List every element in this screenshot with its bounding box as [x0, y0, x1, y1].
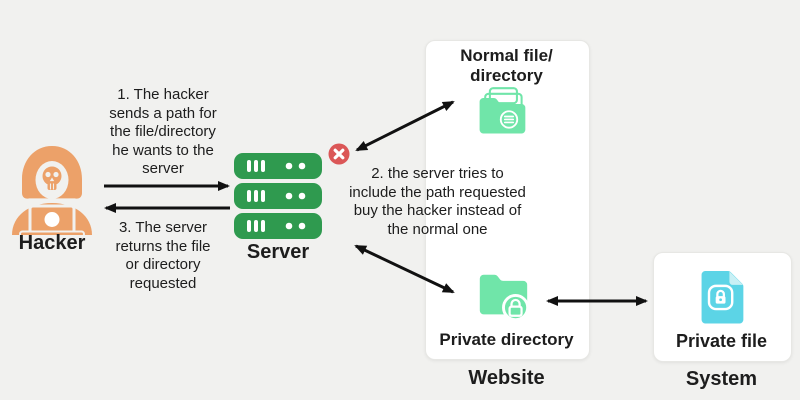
hacker-label: Hacker: [18, 232, 86, 254]
hacker-icon: [12, 146, 92, 235]
private-folder-icon: [479, 274, 530, 322]
private-directory-label: Private directory: [439, 330, 574, 349]
server-icon: [234, 153, 322, 239]
server-label: Server: [246, 241, 310, 263]
normal-folder-icon: [479, 87, 526, 134]
normal-file-label: Normal file/directory: [460, 46, 553, 85]
private-file-icon: [701, 271, 744, 324]
error-x-icon: [328, 143, 350, 165]
website-label: Website: [468, 367, 545, 389]
private-file-label: Private file: [675, 331, 768, 351]
system-label: System: [685, 368, 758, 390]
